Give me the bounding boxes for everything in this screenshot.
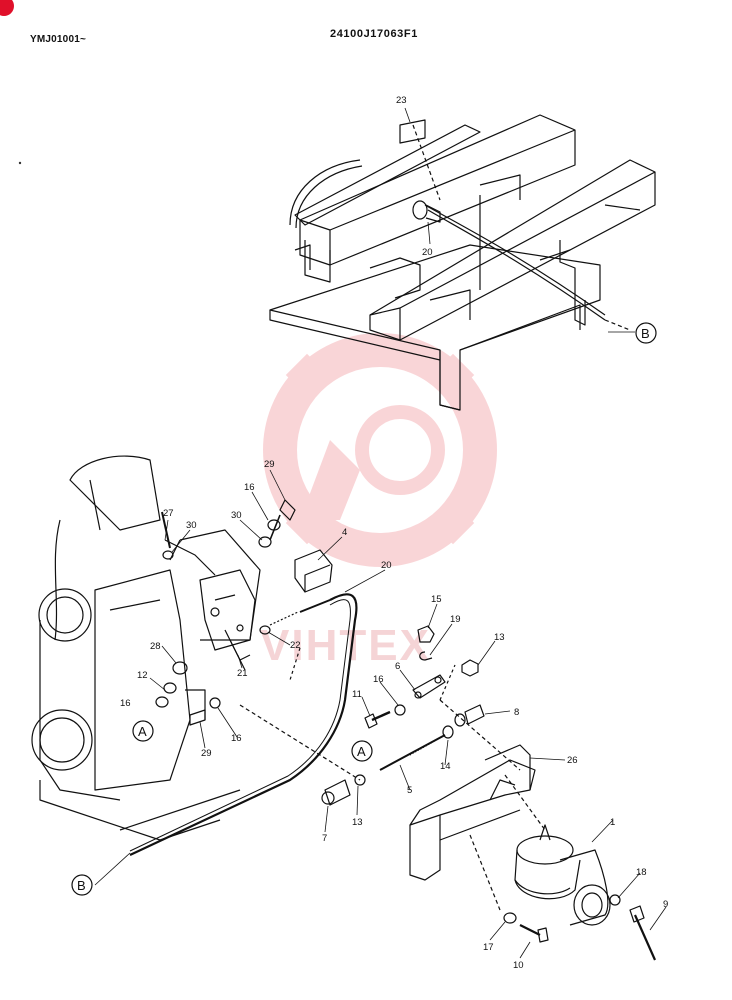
watermark-text: VIHTEX [260, 621, 431, 670]
stray-dot [18, 161, 22, 165]
callout-9: 9 [663, 899, 668, 910]
callout-leaders [94, 107, 667, 959]
ref-b-circle-top [635, 322, 657, 344]
governor-bracket-drawing [129, 499, 361, 856]
ref-a-left: A [138, 724, 147, 739]
callout-18: 18 [636, 867, 647, 878]
callout-26: 26 [567, 755, 578, 766]
callout-16-top: 16 [244, 482, 255, 493]
engine-block-drawing [31, 455, 261, 841]
corner-mark [0, 0, 14, 16]
callout-1: 1 [610, 817, 615, 828]
callout-17: 17 [483, 942, 494, 953]
callout-22: 22 [290, 640, 301, 651]
callout-30-right: 30 [231, 510, 242, 521]
callout-14: 14 [440, 761, 451, 772]
throttle-lever-drawing [321, 625, 657, 961]
callout-6: 6 [395, 661, 400, 672]
callout-27: 27 [163, 508, 174, 519]
callout-16-bottom: 16 [231, 733, 242, 744]
callout-28: 28 [150, 641, 161, 652]
callout-23: 23 [396, 95, 407, 106]
reference-markers [71, 322, 657, 896]
serial-range-label: YMJ01001~ [30, 34, 87, 45]
ref-b-circle-bottom [71, 874, 93, 896]
callout-8: 8 [514, 707, 519, 718]
ref-a-circle-left [132, 720, 154, 742]
callout-15: 15 [431, 594, 442, 605]
ref-b-bottom: B [77, 878, 86, 893]
callout-29-top: 29 [264, 459, 275, 470]
ref-b-top: B [641, 326, 650, 341]
callout-20-chassis: 20 [422, 247, 433, 258]
ref-a-circle-right [351, 740, 373, 762]
callout-7: 7 [322, 833, 327, 844]
watermark-logo [263, 333, 497, 567]
callout-4: 4 [342, 527, 347, 538]
callout-11: 11 [352, 689, 362, 700]
callout-16-right: 16 [373, 674, 384, 685]
chassis-frame-drawing [269, 114, 656, 411]
callout-13-bottom: 13 [352, 817, 363, 828]
callout-5: 5 [407, 785, 412, 796]
callout-19: 19 [450, 614, 461, 625]
callout-10: 10 [513, 960, 524, 971]
drawing-number-label: 24100J17063F1 [330, 28, 418, 40]
callout-21: 21 [237, 668, 248, 679]
callout-20-cable: 20 [381, 560, 392, 571]
callout-16-left: 16 [120, 698, 131, 709]
callout-labels: 23 20 29 16 30 27 30 4 20 15 19 13 22 21… [120, 95, 668, 971]
ref-a-right: A [357, 744, 366, 759]
callout-13-top: 13 [494, 632, 505, 643]
callout-12: 12 [137, 670, 148, 681]
callout-29-bottom: 29 [201, 748, 212, 759]
callout-30-left: 30 [186, 520, 197, 531]
